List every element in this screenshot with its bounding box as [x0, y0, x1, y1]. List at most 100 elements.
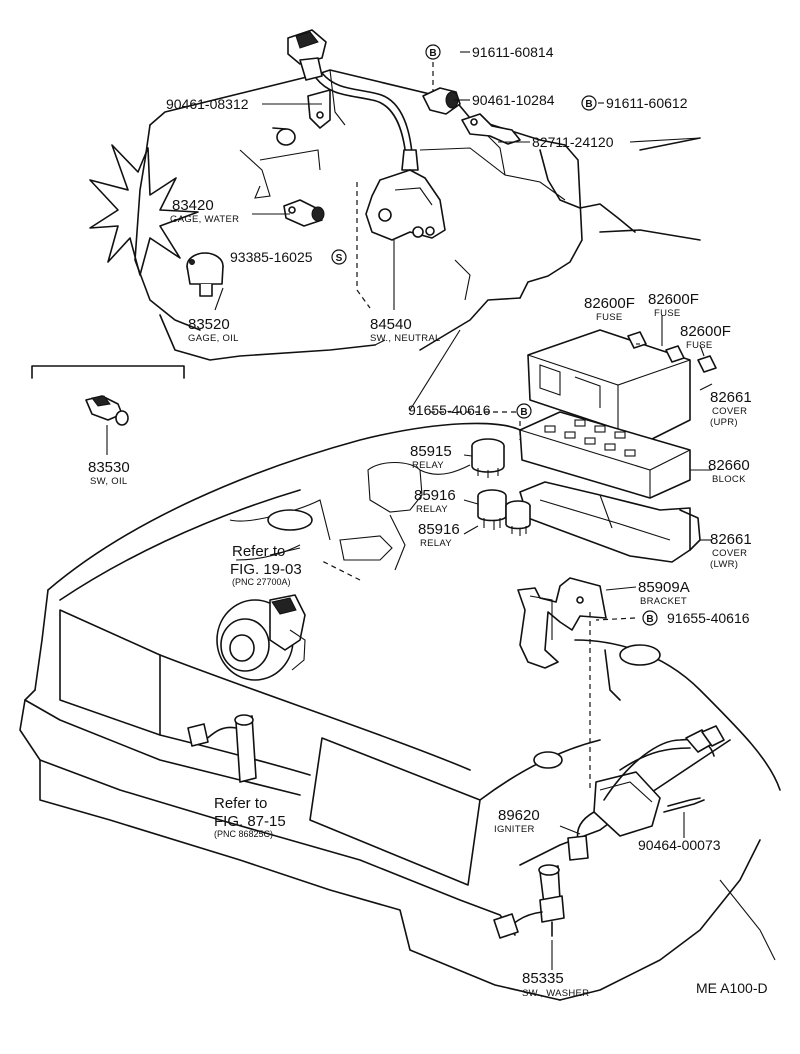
svg-text:93385-16025: 93385-16025	[230, 249, 313, 265]
svg-text:(PNC 27700A): (PNC 27700A)	[232, 577, 291, 587]
svg-text:91611-60814: 91611-60814	[472, 44, 554, 60]
car-body-outline	[19, 422, 781, 1001]
svg-text:COVER: COVER	[712, 548, 747, 559]
svg-text:91611-60612: 91611-60612	[606, 95, 688, 111]
svg-text:91655-40616: 91655-40616	[408, 402, 491, 418]
alternator	[216, 594, 306, 681]
label-85916-a: 85916 RELAY	[414, 487, 456, 515]
svg-text:BRACKET: BRACKET	[640, 596, 687, 607]
svg-text:B: B	[429, 48, 436, 59]
label-85916-b: 85916 RELAY	[418, 521, 460, 549]
label-85335: 85335 SW., WASHER	[522, 970, 589, 999]
svg-text:Refer to: Refer to	[232, 543, 285, 560]
relay-85915	[471, 438, 505, 478]
bracket-85909a	[517, 577, 607, 669]
svg-text:S: S	[336, 253, 343, 264]
svg-text:FIG. 19-03: FIG. 19-03	[230, 561, 302, 578]
svg-text:82600F: 82600F	[680, 323, 731, 340]
svg-text:(UPR): (UPR)	[710, 417, 738, 428]
fuse-block-assembly	[519, 329, 701, 563]
ref-fig-19-03: Refer to FIG. 19-03 (PNC 27700A)	[230, 543, 302, 587]
svg-text:83530: 83530	[88, 459, 130, 476]
label-91655-40616-a: 91655-40616 B	[408, 402, 532, 419]
svg-text:FUSE: FUSE	[596, 312, 623, 323]
svg-text:COVER: COVER	[712, 406, 747, 417]
svg-text:84540: 84540	[370, 316, 412, 333]
fuse-a	[627, 331, 647, 349]
svg-text:83420: 83420	[172, 197, 214, 214]
svg-text:82660: 82660	[708, 457, 750, 474]
svg-text:RELAY: RELAY	[412, 460, 444, 471]
svg-text:SW, OIL: SW, OIL	[90, 476, 127, 487]
svg-text:82600F: 82600F	[584, 295, 635, 312]
label-82661-upper: 82661 COVER (UPR)	[710, 389, 752, 428]
svg-text:SW., WASHER: SW., WASHER	[522, 988, 589, 999]
bracket-82711-24120	[461, 113, 521, 145]
label-89620: 89620 IGNITER	[494, 807, 540, 835]
svg-text:89620: 89620	[498, 807, 540, 824]
svg-text:B: B	[520, 407, 527, 418]
svg-text:RELAY: RELAY	[420, 538, 452, 549]
label-82661-lower: 82661 COVER (LWR)	[710, 531, 752, 570]
svg-text:82600F: 82600F	[648, 291, 699, 308]
label-84540: 84540 SW., NEUTRAL	[370, 316, 440, 344]
svg-text:90461-08312: 90461-08312	[166, 96, 249, 112]
svg-text:85335: 85335	[522, 970, 564, 987]
svg-text:IGNITER: IGNITER	[494, 824, 535, 835]
svg-text:B: B	[646, 614, 653, 625]
fuse-b	[665, 345, 685, 363]
oil-switch-part	[85, 395, 129, 426]
label-85909a: 85909A BRACKET	[638, 579, 690, 607]
svg-text:(LWR): (LWR)	[710, 559, 738, 570]
svg-text:GAGE, WATER: GAGE, WATER	[170, 214, 239, 225]
svg-text:82711-24120: 82711-24120	[532, 134, 614, 150]
igniter	[567, 725, 725, 861]
label-91655-40616-b: B 91655-40616	[642, 610, 750, 626]
label-82600f-a: 82600F FUSE	[584, 295, 635, 323]
ref-fig-87-15: Refer to FIG. 87-15 (PNC 86825C)	[214, 795, 286, 839]
label-83420: 83420 GAGE, WATER	[170, 197, 239, 225]
svg-text:BLOCK: BLOCK	[712, 474, 746, 485]
washer-switch	[493, 864, 565, 939]
svg-text:B: B	[585, 99, 592, 110]
svg-text:ME A100-D: ME A100-D	[696, 980, 768, 996]
clip-90464-00073	[663, 797, 705, 813]
label-85915: 85915 RELAY	[410, 443, 452, 471]
label-90461-08312: 90461-08312	[166, 96, 249, 112]
relay-85916-a	[477, 489, 507, 530]
label-91611-60612: B 91611-60612	[581, 95, 688, 111]
label-90464-00073: 90464-00073	[638, 837, 721, 853]
oil-gage-sender	[186, 252, 224, 297]
label-91611-60814: B 91611-60814	[425, 44, 554, 60]
svg-text:90464-00073: 90464-00073	[638, 837, 721, 853]
label-82600f-b: 82600F FUSE	[648, 291, 699, 319]
svg-text:85909A: 85909A	[638, 579, 690, 596]
leader-lines	[106, 51, 713, 970]
svg-text:(PNC 86825C): (PNC 86825C)	[214, 829, 273, 839]
clamp-90461-08312	[307, 89, 331, 129]
svg-text:83520: 83520	[188, 316, 230, 333]
clamp-90461-10284	[422, 87, 461, 115]
label-93385-16025: 93385-16025 S	[230, 249, 347, 265]
svg-text:FUSE: FUSE	[686, 340, 713, 351]
water-gage-sender	[283, 199, 325, 227]
svg-text:91655-40616: 91655-40616	[667, 610, 750, 626]
svg-text:85916: 85916	[414, 487, 456, 504]
label-82600f-c: 82600F FUSE	[680, 323, 731, 351]
svg-text:85916: 85916	[418, 521, 460, 538]
label-83530: 83530 SW, OIL	[88, 459, 130, 487]
svg-text:Refer to: Refer to	[214, 795, 267, 812]
svg-text:90461-10284: 90461-10284	[472, 92, 555, 108]
label-82711-24120: 82711-24120	[532, 134, 614, 150]
relay-85916-b	[505, 500, 531, 536]
neutral-switch-assembly	[287, 29, 446, 241]
distributor	[187, 714, 257, 783]
label-83520: 83520 GAGE, OIL	[188, 316, 239, 344]
svg-text:GAGE, OIL: GAGE, OIL	[188, 333, 239, 344]
svg-text:FUSE: FUSE	[654, 308, 681, 319]
fuse-c	[697, 355, 717, 373]
oil-switch-box	[31, 365, 185, 379]
svg-text:85915: 85915	[410, 443, 452, 460]
svg-text:82661: 82661	[710, 389, 752, 406]
